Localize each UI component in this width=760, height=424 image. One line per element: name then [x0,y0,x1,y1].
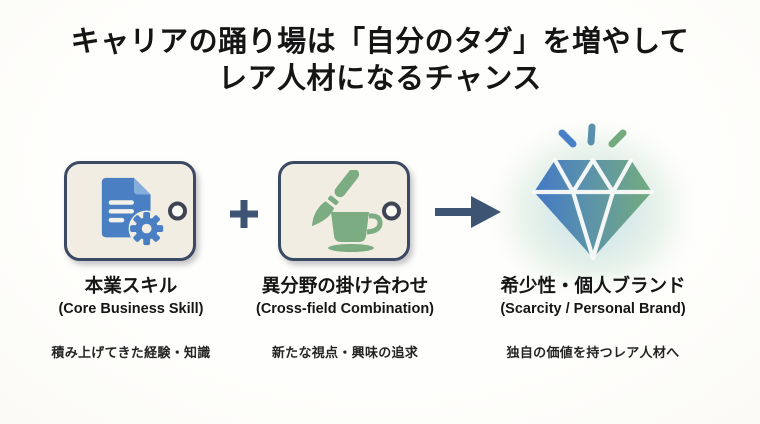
tag-hole-icon [382,201,401,221]
column-scarcity-brand: 希少性・個人ブランド (Scarcity / Personal Brand) 独… [473,274,713,361]
title-line-2: レア人材になるチャンス [218,63,542,95]
diamond-icon [531,123,655,261]
page-title: キャリアの踊り場は「自分のタグ」を増やして レア人材になるチャンス [0,24,760,98]
label-en-cross-field: (Cross-field Combination) [255,301,435,317]
tag-card-core-skill [64,161,196,261]
title-line-1: キャリアの踊り場は「自分のタグ」を増やして [70,26,690,58]
label-en-scarcity-brand: (Scarcity / Personal Brand) [500,301,686,317]
column-cross-field: 異分野の掛け合わせ (Cross-field Combination) 新たな視… [235,274,455,361]
plus-icon [230,200,258,228]
description-scarcity-brand: 独自の価値を持つレア人材へ [506,345,680,360]
label-jp-scarcity-brand: 希少性・個人ブランド [500,275,686,296]
description-core-skill: 積み上げてきた経験・知識 [51,345,211,360]
label-en-core-skill: (Core Business Skill) [58,301,204,317]
arrow-right-icon [435,196,501,228]
label-jp-cross-field: 異分野の掛け合わせ [261,275,429,296]
column-core-skill: 本業スキル (Core Business Skill) 積み上げてきた経験・知識 [21,274,241,361]
tag-card-cross-field [278,161,410,261]
document-gear-icon [101,177,165,247]
label-jp-core-skill: 本業スキル [84,275,178,296]
paintbrush-cup-icon [311,170,383,252]
description-cross-field: 新たな視点・興味の追求 [271,345,419,360]
sparkle-rays-icon [558,123,627,148]
tag-hole-icon [168,201,187,221]
